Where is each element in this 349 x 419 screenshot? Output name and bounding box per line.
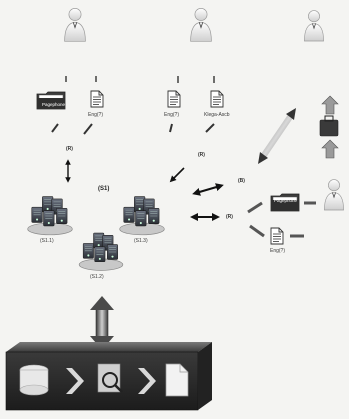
- user-icon-left: [65, 8, 86, 41]
- document-icon-right: [271, 228, 283, 244]
- server-group-label: (S1): [98, 186, 109, 192]
- document-icon-top-mid-2: [211, 91, 223, 107]
- doc-label-right: Eng(?): [270, 248, 285, 254]
- server-label-right: (S1.3): [134, 238, 148, 244]
- server-cluster-icon-bottom: [79, 233, 123, 270]
- briefcase-icon: [320, 120, 338, 136]
- folder-label-top-left: Pagephone: [42, 102, 65, 107]
- server-label-bottom: (S1.2): [90, 274, 104, 280]
- doc-label-top-left: Eng(?): [88, 112, 103, 118]
- output-document-icon: [166, 364, 188, 396]
- doc-label-top-mid-1: Eng(?): [164, 112, 179, 118]
- folder-label-right: Pagephone: [274, 198, 297, 203]
- arrow-tag-3: (B): [238, 178, 245, 184]
- server-cluster-icon-right: [120, 197, 165, 235]
- arrow-tag-4: (R): [226, 214, 233, 220]
- user-icon-right: [304, 11, 323, 41]
- doc-label-top-mid-2: Klega-Ascb: [204, 112, 230, 118]
- document-icon-top-mid-1: [168, 91, 180, 107]
- up-arrow-icon-top: [322, 96, 338, 114]
- arrow-tag-1: (R): [66, 146, 73, 152]
- user-icon-middle: [191, 8, 212, 41]
- document-icon-top-left: [91, 91, 103, 107]
- database-icon: [20, 365, 48, 395]
- up-arrow-icon-bottom: [322, 140, 338, 158]
- server-cluster-icon-left: [28, 197, 73, 235]
- arrow-tag-2: (R): [198, 152, 205, 158]
- server-label-left: (S1.1): [40, 238, 54, 244]
- user-icon-far-right: [324, 180, 343, 210]
- search-icon: [98, 364, 122, 392]
